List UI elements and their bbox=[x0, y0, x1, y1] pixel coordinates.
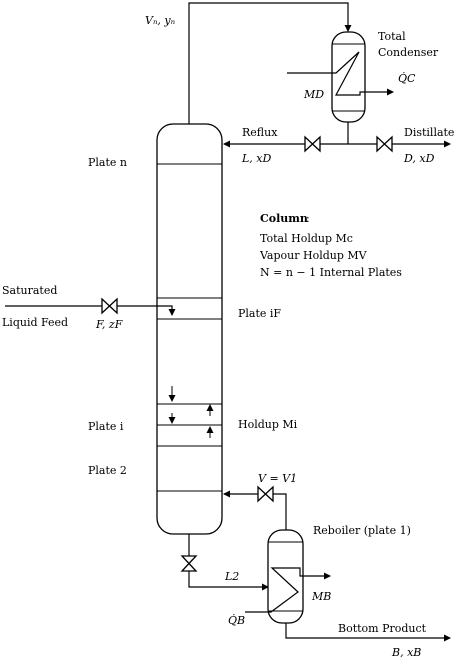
reflux-label: Reflux bbox=[242, 126, 278, 139]
overhead-vapour-line bbox=[188, 2, 352, 127]
vapour-top-label: Vₙ, yₙ bbox=[145, 14, 175, 27]
condenser-cooling-coil bbox=[287, 51, 394, 96]
reflux-valve bbox=[304, 135, 321, 153]
reboiler-label: Reboiler (plate 1) bbox=[313, 524, 411, 537]
vapour-holdup-label: Vapour Holdup MV bbox=[259, 249, 368, 262]
column-title-colon: : bbox=[306, 212, 310, 225]
feed-line bbox=[5, 305, 176, 316]
boilup-vapour-line bbox=[223, 490, 287, 530]
condenser-label-line1: Total bbox=[378, 30, 406, 43]
reboiler-heating-coil bbox=[245, 567, 331, 613]
condenser-duty-label: Q̇C bbox=[398, 72, 416, 85]
condenser-label-line2: Condenser bbox=[378, 46, 439, 59]
condenser-holdup-label: MD bbox=[303, 88, 324, 101]
bottoms-valve bbox=[180, 555, 198, 572]
distillate-label: Distillate bbox=[404, 126, 454, 139]
bottoms-liquid-label: L2 bbox=[224, 570, 239, 583]
internal-plates-label: N = n − 1 Internal Plates bbox=[260, 266, 402, 279]
reboiler-vessel bbox=[267, 529, 304, 624]
feed-valve bbox=[101, 297, 118, 315]
condenser-vessel bbox=[331, 31, 366, 123]
reflux-flow-label: L, xD bbox=[241, 152, 272, 165]
plate-2-label: Plate 2 bbox=[88, 464, 127, 477]
column-title: Column bbox=[260, 212, 308, 225]
distillate-valve bbox=[376, 135, 393, 153]
boilup-valve bbox=[257, 485, 274, 503]
bottom-product-line bbox=[285, 623, 451, 642]
reboiler-holdup-label: MB bbox=[311, 590, 331, 603]
boilup-flow-label: V = V1 bbox=[258, 472, 297, 485]
reboiler-duty-label: Q̇B bbox=[228, 614, 245, 627]
feed-label-line2: Liquid Feed bbox=[2, 316, 68, 329]
bottom-flow-label: B, xB bbox=[391, 646, 421, 659]
total-holdup-label: Total Holdup Mc bbox=[260, 232, 353, 245]
bottoms-liquid-line bbox=[188, 534, 269, 591]
plate-i-label: Plate i bbox=[88, 420, 124, 433]
holdup-mi-label: Holdup Mi bbox=[238, 418, 298, 431]
distillate-flow-label: D, xD bbox=[403, 152, 435, 165]
column-shell bbox=[156, 123, 223, 535]
feed-label-line1: Saturated bbox=[2, 284, 57, 297]
feed-flow-label: F, zF bbox=[95, 318, 123, 331]
plate-if-label: Plate iF bbox=[238, 307, 281, 320]
plate-n-label: Plate n bbox=[88, 156, 127, 169]
bottom-product-label: Bottom Product bbox=[338, 622, 427, 635]
